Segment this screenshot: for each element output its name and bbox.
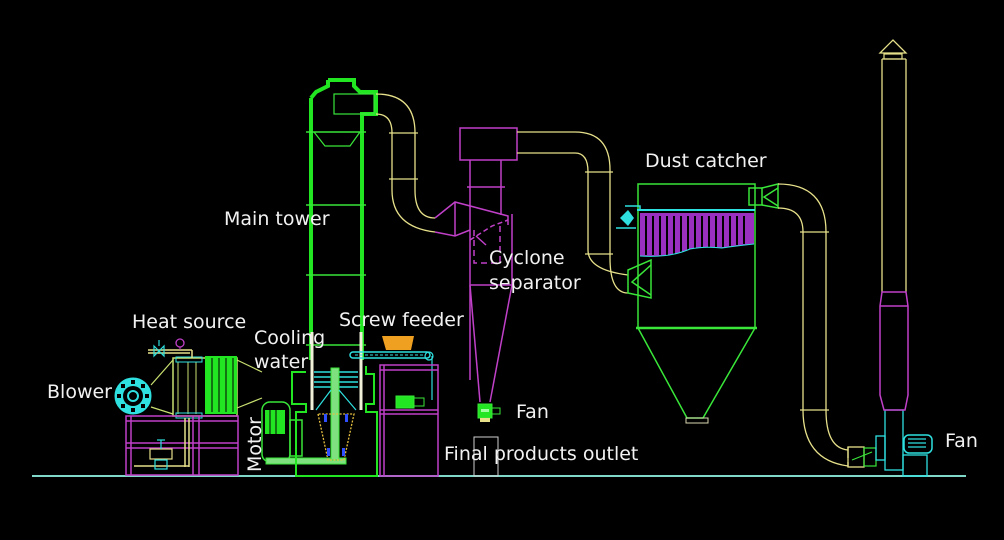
heat-source <box>148 338 263 419</box>
motor <box>261 401 347 465</box>
filter-bags <box>640 213 754 257</box>
pulse-valve-icon <box>620 210 634 226</box>
label-cyclone-line1: Cyclone <box>489 247 565 269</box>
feeder-motor <box>395 395 415 409</box>
label-cyclone-line2: separator <box>489 272 581 294</box>
feed-hopper <box>382 336 414 350</box>
water-pump <box>134 418 190 470</box>
label-motor: Motor <box>244 417 266 472</box>
cyclone-fan <box>477 403 501 422</box>
label-blower: Blower <box>47 381 112 403</box>
filter-bag-gaps <box>645 216 745 255</box>
label-dust-catcher: Dust catcher <box>645 150 767 172</box>
blower-hub <box>127 390 139 402</box>
label-main-tower: Main tower <box>224 208 330 230</box>
final-products-outlet <box>473 436 499 477</box>
support-frame-left <box>125 415 239 476</box>
label-screw-feeder: Screw feeder <box>339 309 464 331</box>
valve-icon <box>153 344 165 358</box>
heat-exchanger-core <box>205 356 237 414</box>
label-exhaust-fan: Fan <box>945 430 978 452</box>
label-cyclone-fan: Fan <box>516 401 549 423</box>
blower <box>114 359 174 415</box>
chimney <box>878 39 909 411</box>
duct-dust-catcher-to-fan <box>777 183 865 468</box>
blower-vanes <box>117 380 149 412</box>
cyclone-separator <box>434 127 518 403</box>
cooling-water-unit <box>291 332 378 477</box>
label-cooling-water-line2: water <box>254 351 309 373</box>
label-heat-source: Heat source <box>132 311 247 333</box>
blower-hub-ring <box>123 386 143 406</box>
dust-catcher <box>616 183 779 424</box>
label-cooling-water-line1: Cooling <box>254 327 326 349</box>
screw-feeder <box>349 336 439 477</box>
duct-cyclone-to-dust-catcher <box>517 131 629 294</box>
main-tower <box>306 78 378 360</box>
duct-tower-to-cyclone <box>375 93 436 233</box>
label-final-products-outlet: Final products outlet <box>444 443 639 465</box>
